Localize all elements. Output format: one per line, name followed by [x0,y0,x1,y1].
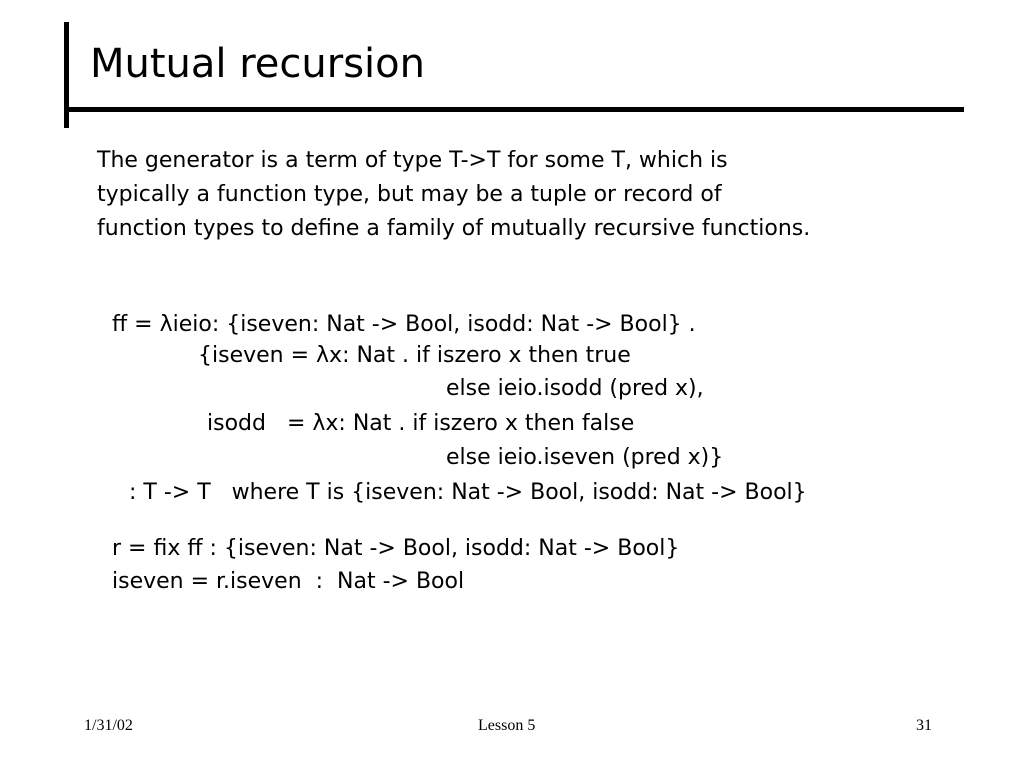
intro-paragraph: The generator is a term of type T->T for… [97,144,810,246]
slide-title: Mutual recursion [90,41,425,87]
code-line-isodd-else: else ieio.iseven (pred x)} [446,445,724,470]
title-vertical-rule [64,22,69,128]
intro-line: The generator is a term of type T->T for… [97,148,728,173]
code-line-iseven-projection: iseven = r.iseven : Nat -> Bool [112,569,465,594]
footer-page-number: 31 [916,717,932,734]
code-line-type-annotation: : T -> T where T is {iseven: Nat -> Bool… [129,480,807,505]
code-line-fix: r = fix ff : {iseven: Nat -> Bool, isodd… [112,536,680,561]
footer-date: 1/31/02 [84,717,133,734]
intro-line: typically a function type, but may be a … [97,182,722,207]
footer-lesson: Lesson 5 [478,717,536,734]
intro-line: function types to define a family of mut… [97,216,811,241]
title-horizontal-rule [64,107,964,112]
code-line-isodd-case: isodd = λx: Nat . if iszero x then false [207,411,635,436]
code-line-iseven-else: else ieio.isodd (pred x), [446,376,704,401]
code-line-iseven-case: {iseven = λx: Nat . if iszero x then tru… [198,343,631,368]
code-line-ff-definition: ff = λieio: {iseven: Nat -> Bool, isodd:… [112,312,696,337]
